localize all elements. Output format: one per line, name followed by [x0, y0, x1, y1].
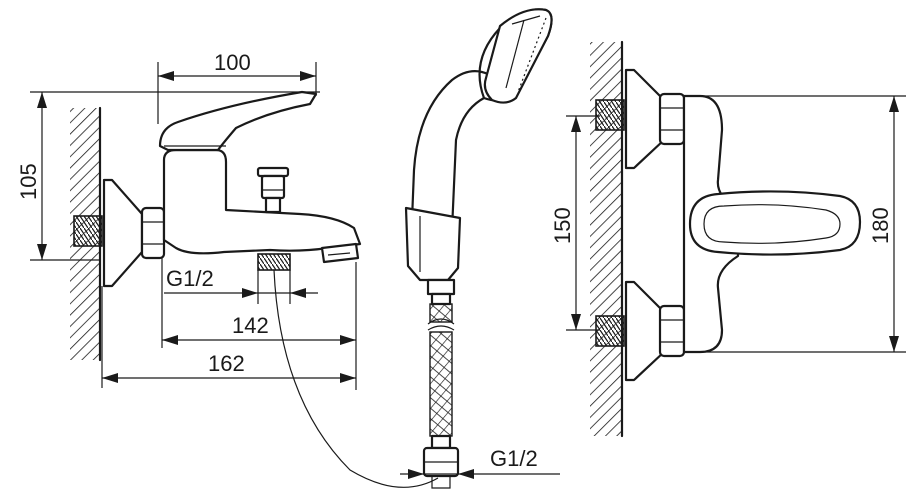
shower-head-face [483, 8, 553, 104]
dim-162: 162 [101, 286, 356, 388]
dim-142-label: 142 [232, 313, 269, 338]
shower-holder [404, 206, 462, 282]
inlet-thread-bottom [595, 315, 625, 347]
lever-handle-left [158, 90, 318, 152]
dim-100: 100 [157, 50, 317, 124]
hose-fitting-top [426, 278, 456, 296]
dim-100-label: 100 [214, 50, 251, 75]
spout-outlet-left [320, 242, 360, 264]
dim-g12-hose: G1/2 [400, 446, 560, 479]
hand-shower-view: G1/2 [400, 8, 560, 489]
hose-top-segment [429, 303, 453, 323]
dim-180: 180 [700, 95, 906, 353]
dim-180-label: 180 [868, 207, 893, 244]
nut-bottom [658, 304, 686, 358]
dim-105-label: 105 [16, 163, 41, 200]
left-view: 100 105 G1/2 142 [16, 50, 439, 488]
dim-105: 105 [16, 91, 320, 261]
nut-top [658, 92, 686, 146]
dim-162-label: 162 [208, 351, 245, 376]
dim-142: 142 [161, 258, 357, 390]
inlet-thread-top [595, 99, 625, 131]
mixer-body-left [162, 148, 362, 255]
dim-150-label: 150 [550, 207, 575, 244]
lever-inner [703, 204, 841, 244]
shower-nozzles [517, 17, 547, 93]
dim-g12-inlet: G1/2 [164, 266, 318, 304]
rosette-left [102, 178, 144, 288]
inlet-thread-left [73, 215, 103, 247]
rosette-top [624, 68, 666, 170]
braided-hose [429, 331, 453, 437]
right-view: 150 180 [550, 40, 906, 438]
rosette-bottom [624, 280, 666, 382]
hose-curve [273, 269, 439, 488]
dim-g12-inlet-label: G1/2 [166, 266, 214, 291]
lever-handle-front [688, 190, 862, 256]
hose-connector-left [257, 253, 291, 271]
diverter-knob [256, 166, 290, 214]
dim-g12-hose-label: G1/2 [490, 446, 538, 471]
dim-150: 150 [550, 115, 600, 331]
nut-left [140, 206, 166, 260]
